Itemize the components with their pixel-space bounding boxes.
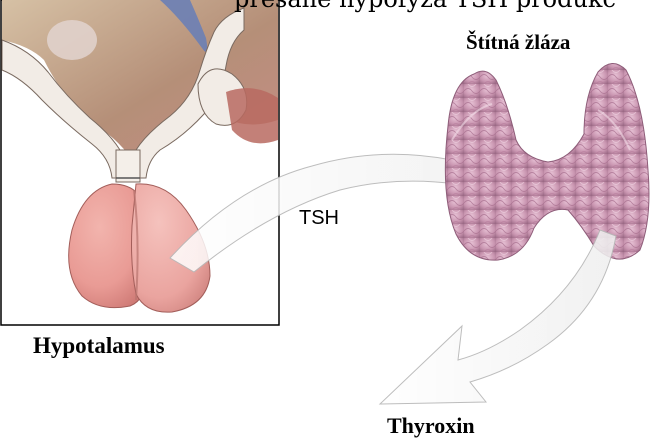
thyroxin-label: Thyroxin <box>387 413 475 439</box>
thyroid-label: Štítná žláza <box>466 30 570 55</box>
hypothalamus-label: Hypotalamus <box>33 333 165 359</box>
pituitary-illustration <box>1 0 279 325</box>
thyroid-illustration <box>445 63 649 260</box>
tsh-label: TSH <box>299 207 339 230</box>
top-caption-fragment: presane hypofyza TSH produkc <box>234 0 616 11</box>
